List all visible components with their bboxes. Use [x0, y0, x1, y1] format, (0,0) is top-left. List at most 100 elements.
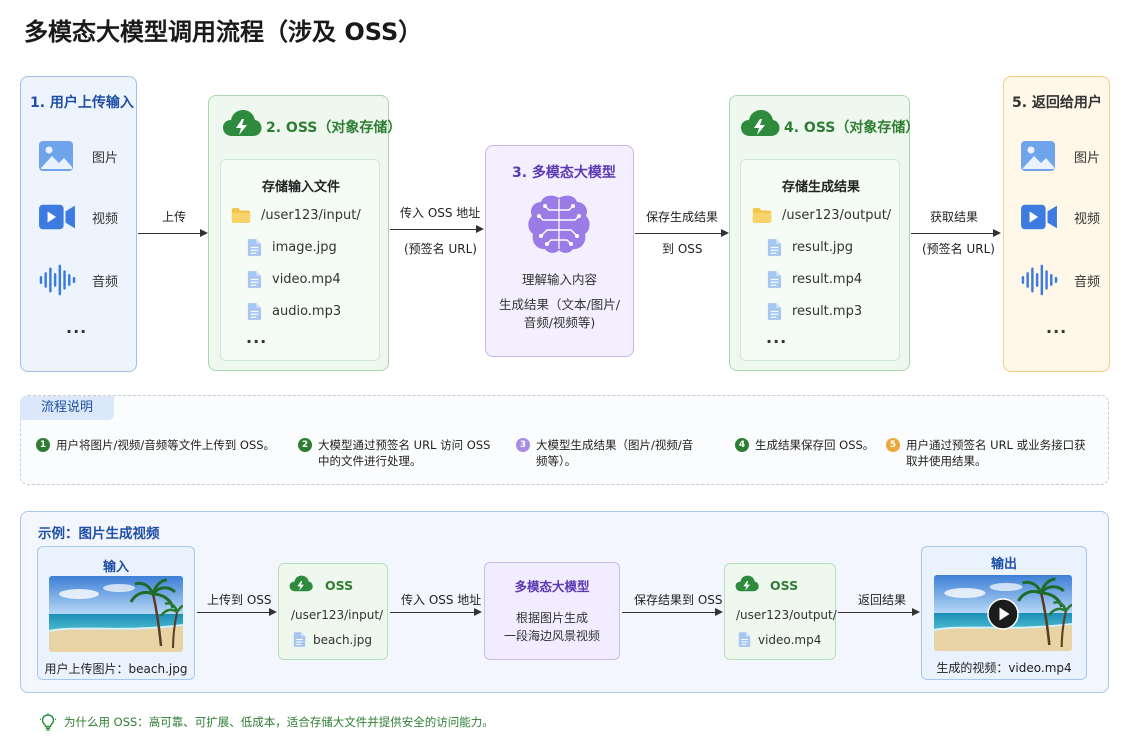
note-text: 用户通过预签名 URL 或业务接口获取并使用结果。 [906, 438, 1086, 468]
example-model-card [484, 562, 620, 660]
cloud-icon [735, 574, 759, 594]
note-1: 1 用户将图片/视频/音频等文件上传到 OSS。 [36, 437, 276, 453]
step5-item-audio: 音频 [1074, 274, 1101, 290]
process-notes-tab: 流程说明 [20, 396, 114, 420]
step2-inner-title: 存储输入文件 [262, 180, 341, 195]
step1-item-image: 图片 [92, 150, 119, 166]
lightbulb-icon [40, 713, 56, 731]
arrow3 [635, 228, 729, 237]
step3-line2: 生成结果（文本/图片/ [499, 297, 620, 312]
example-title: 示例：图片生成视频 [38, 526, 160, 542]
image-icon [1020, 138, 1056, 174]
example-arrow3-label: 保存结果到 OSS [634, 593, 723, 607]
step2-file-row: image.jpg [247, 238, 337, 257]
step2-file-row: video.mp4 [247, 270, 341, 289]
example-output-caption: 生成的视频：video.mp4 [936, 661, 1072, 675]
step4-file-2: result.mp4 [792, 272, 863, 287]
process-notes [20, 395, 1109, 485]
step3-line1: 理解输入内容 [521, 272, 597, 287]
example-arrow4 [838, 607, 920, 616]
example-model-line2: 一段海边风景视频 [503, 629, 600, 643]
folder-icon [231, 207, 251, 224]
step5-video-row: 视频 [1020, 200, 1100, 234]
note-2: 2 大模型通过预签名 URL 访问 OSS 中的文件进行处理。 [298, 437, 494, 469]
example-arrow2 [390, 607, 482, 616]
step5-image-row: 图片 [1020, 138, 1100, 174]
video-icon [38, 200, 76, 234]
note-text: 生成结果保存回 OSS。 [755, 438, 875, 452]
example-model-title: 多模态大模型 [514, 579, 590, 594]
step1-title: 1. 用户上传输入 [30, 95, 134, 111]
example-arrow3 [622, 607, 723, 616]
arrow2-label-1: 传入 OSS 地址 [400, 206, 481, 220]
step2-folder-row: /user123/input/ [231, 207, 361, 224]
cloud-icon [289, 574, 313, 594]
step5-item-video: 视频 [1074, 211, 1101, 227]
example-oss1-folder: /user123/input/ [291, 608, 384, 622]
step4-folder-row: /user123/output/ [752, 207, 891, 224]
play-icon[interactable] [987, 598, 1019, 630]
folder-icon [752, 207, 772, 224]
note-number: 5 [886, 438, 900, 452]
step4-file-row: result.mp3 [767, 302, 862, 321]
example-model-line1: 根据图片生成 [515, 611, 588, 625]
arrow4-label-2: (预签名 URL) [922, 242, 995, 256]
note-number: 2 [298, 438, 312, 452]
footer-text: 为什么用 OSS：高可靠、可扩展、低成本，适合存储大文件并提供安全的访问能力。 [64, 715, 494, 729]
example-output-title: 输出 [990, 557, 1017, 572]
file-icon [767, 302, 782, 321]
note-number: 4 [735, 438, 749, 452]
example-oss2-title: OSS [770, 578, 799, 593]
file-icon [247, 270, 262, 289]
step3-line3: 音频/视频等) [523, 315, 596, 330]
arrow2 [390, 224, 484, 233]
note-3: 3 大模型生成结果（图片/视频/音频等）。 [516, 437, 696, 469]
step4-more: ··· [766, 332, 788, 351]
step1-video-row: 视频 [38, 200, 118, 234]
file-icon [247, 302, 262, 321]
arrow4 [911, 228, 1001, 237]
example-arrow4-label: 返回结果 [858, 593, 907, 607]
step1-more: ··· [66, 322, 88, 341]
note-number: 3 [516, 438, 530, 452]
step1-audio-row: 音频 [38, 263, 118, 297]
example-input-title: 输入 [102, 560, 129, 575]
video-icon [1020, 200, 1058, 234]
file-icon [767, 238, 782, 257]
audio-icon [1020, 263, 1058, 297]
page-title: 多模态大模型调用流程（涉及 OSS） [24, 18, 423, 46]
note-text: 大模型生成结果（图片/视频/音频等）。 [536, 438, 694, 468]
step3-title: 3. 多模态大模型 [512, 165, 616, 181]
audio-icon [38, 263, 76, 297]
note-5: 5 用户通过预签名 URL 或业务接口获取并使用结果。 [886, 437, 1096, 469]
note-number: 1 [36, 438, 50, 452]
step2-file-2: video.mp4 [272, 272, 341, 287]
arrow3-label-1: 保存生成结果 [646, 210, 719, 224]
step1-item-video: 视频 [92, 211, 119, 227]
cloud-icon [222, 108, 262, 140]
step4-file-1: result.jpg [792, 240, 854, 255]
step4-file-row: result.jpg [767, 238, 853, 257]
step4-inner-title: 存储生成结果 [782, 180, 861, 195]
step1-image-row: 图片 [38, 138, 118, 174]
file-icon [293, 631, 306, 648]
step5-audio-row: 音频 [1020, 263, 1100, 297]
step2-file-3: audio.mp3 [272, 304, 342, 319]
step4-inner [740, 159, 900, 361]
step5-item-image: 图片 [1074, 150, 1101, 166]
example-oss1-file: beach.jpg [313, 633, 372, 647]
footer-note: 为什么用 OSS：高可靠、可扩展、低成本，适合存储大文件并提供安全的访问能力。 [40, 713, 494, 731]
note-text: 大模型通过预签名 URL 访问 OSS 中的文件进行处理。 [318, 438, 491, 468]
example-oss2-file: video.mp4 [758, 633, 822, 647]
file-icon [247, 238, 262, 257]
step2-title: 2. OSS（对象存储） [266, 120, 402, 136]
note-text: 用户将图片/视频/音频等文件上传到 OSS。 [56, 438, 276, 452]
example-input-caption: 用户上传图片：beach.jpg [44, 662, 188, 676]
note-4: 4 生成结果保存回 OSS。 [735, 437, 875, 453]
step4-folder: /user123/output/ [782, 208, 892, 223]
example-arrow1-label: 上传到 OSS [207, 593, 272, 607]
step4-file-row: result.mp4 [767, 270, 862, 289]
arrow1-label: 上传 [162, 210, 187, 224]
step5-more: ··· [1046, 322, 1068, 341]
arrow2-label-2: (预签名 URL) [404, 242, 477, 256]
